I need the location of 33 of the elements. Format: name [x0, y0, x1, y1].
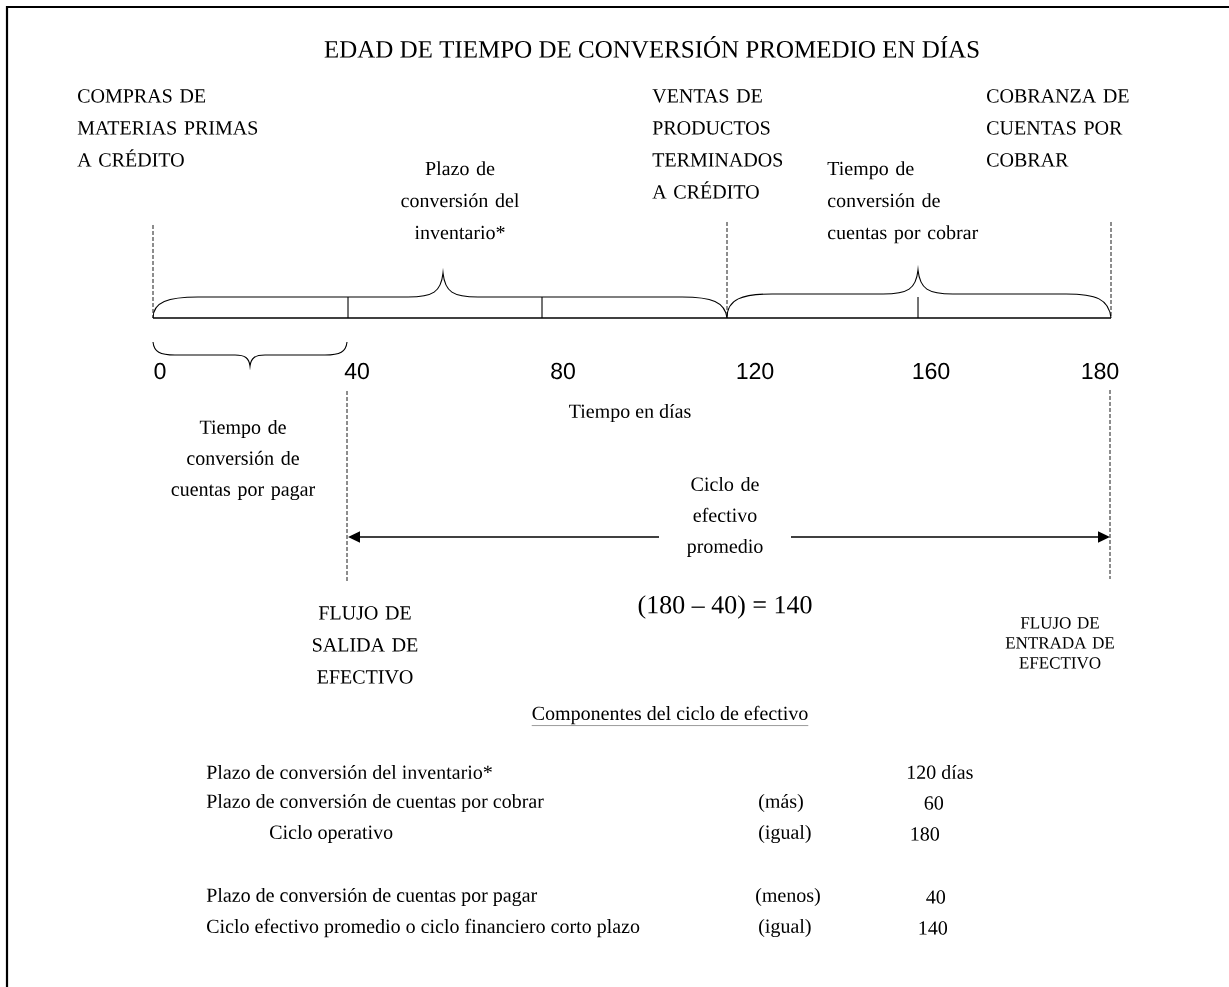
- row-value: 60: [924, 796, 944, 810]
- row-value: 120 días: [907, 764, 973, 780]
- row-value: 40: [926, 890, 946, 904]
- row-label: Ciclo efectivo promedio o ciclo financiero corto plazo: [207, 918, 640, 938]
- row-label: Plazo de conversión de cuentas por pagar: [206, 887, 538, 907]
- tick-label: 0: [154, 362, 166, 380]
- operator-label: (más): [759, 793, 803, 813]
- operator-label: (igual): [759, 824, 811, 844]
- tick-label: 160: [913, 362, 950, 380]
- row-value: 180: [911, 827, 940, 841]
- axis-label: Tiempo en días: [569, 403, 691, 423]
- period-label: Tiempo de conversión de cuentas por cobrar: [827, 161, 979, 244]
- tick-label: 40: [344, 362, 369, 380]
- flow-label: FLUJO DE ENTRADA DE EFECTIVO: [1005, 617, 1114, 669]
- row-label: Plazo de conversión de cuentas por cobrar: [206, 793, 544, 813]
- title: EDAD DE TIEMPO DE CONVERSIÓN PROMEDIO EN DÍAS: [324, 36, 979, 58]
- operator-label: (igual): [759, 918, 811, 938]
- dimension-label: Ciclo de efectivo promedio: [687, 476, 763, 558]
- row-label: Plazo de conversión del inventario*: [206, 764, 492, 780]
- row-value: 140: [919, 921, 948, 935]
- row-label: Ciclo operativo: [270, 824, 393, 844]
- event-label: VENTAS DE PRODUCTOS TERMINADOS A CRÉDITO: [652, 89, 783, 199]
- period-label: Plazo de conversión del inventario*: [401, 161, 520, 240]
- event-label: COMPRAS DE MATERIAS PRIMAS A CRÉDITO: [77, 89, 258, 167]
- event-label: COBRANZA DE CUENTAS POR COBRAR: [987, 89, 1129, 167]
- tick-label: 80: [551, 362, 575, 380]
- tick-label: 120: [737, 362, 774, 380]
- period-label: Tiempo de conversión de cuentas por pagar: [171, 419, 315, 501]
- flow-label: FLUJO DE SALIDA DE EFECTIVO: [313, 606, 418, 684]
- tick-label: 180: [1082, 362, 1119, 380]
- formula-text: (180 – 40) = 140: [638, 595, 812, 619]
- table-heading: Componentes del ciclo de efectivo: [531, 705, 809, 726]
- operator-label: (menos): [756, 887, 820, 907]
